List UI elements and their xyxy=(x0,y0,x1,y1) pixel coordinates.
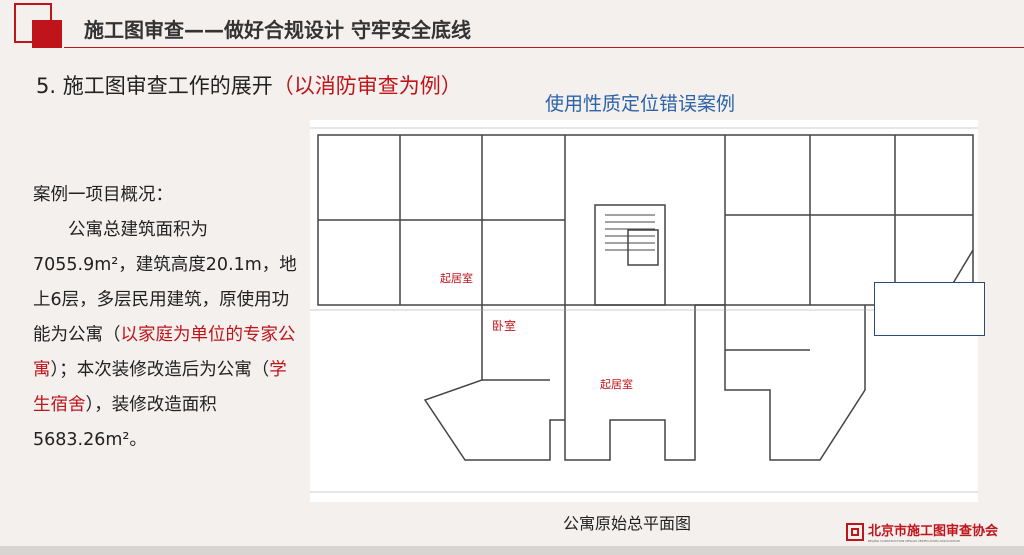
highlight-text: 学生宿舍 xyxy=(33,360,287,415)
highlight-text: 以家庭为单位的专家公寓 xyxy=(33,325,296,380)
room-label: 起居室 xyxy=(600,377,633,391)
text-part: 公寓总建筑面积为7055.9m²，建筑高度20.1m，地上6层，多层民用建筑，原… xyxy=(33,220,297,345)
floor-plan-drawing: 起居室 卧室 起居室 xyxy=(310,127,978,493)
room-label: 起居室 xyxy=(440,271,473,285)
section-title: 5. 施工图审查工作的展开（以消防审查为例） xyxy=(36,70,462,100)
logo-name: 北京市施工图审查协会 xyxy=(868,524,999,539)
floor-plan: 起居室 卧室 起居室 xyxy=(310,120,978,502)
plan-caption: 公寓原始总平面图 xyxy=(563,514,692,533)
case-title: 使用性质定位错误案例 xyxy=(545,93,736,115)
room-label: 卧室 xyxy=(492,318,516,333)
case-description: 案例一项目概况： 公寓总建筑面积为7055.9m²，建筑高度20.1m，地上6层… xyxy=(33,178,303,458)
header-divider xyxy=(64,47,1024,48)
annotation-box xyxy=(874,282,985,336)
section-title-text: 5. 施工图审查工作的展开 xyxy=(36,74,273,98)
logo-subtitle: BEIJING CONSTRUCTION DESIGN VERIFICATION… xyxy=(868,539,960,543)
section-title-note: （以消防审查为例） xyxy=(272,74,462,98)
association-logo: 北京市施工图审查协会 BEIJING CONSTRUCTION DESIGN V… xyxy=(846,520,998,543)
header-title: 施工图审查——做好合规设计 守牢安全底线 xyxy=(84,18,471,42)
text-part: ）；本次装修改造后为公寓（ xyxy=(50,360,270,380)
case-overview-text: 公寓总建筑面积为7055.9m²，建筑高度20.1m，地上6层，多层民用建筑，原… xyxy=(33,213,303,458)
footer-bar xyxy=(0,546,1024,555)
logo-icon xyxy=(846,522,864,541)
header-decoration-fill xyxy=(32,20,62,48)
case-overview-heading: 案例一项目概况： xyxy=(33,185,173,205)
text-part: ），装修改造面积5683.26m²。 xyxy=(33,395,217,450)
